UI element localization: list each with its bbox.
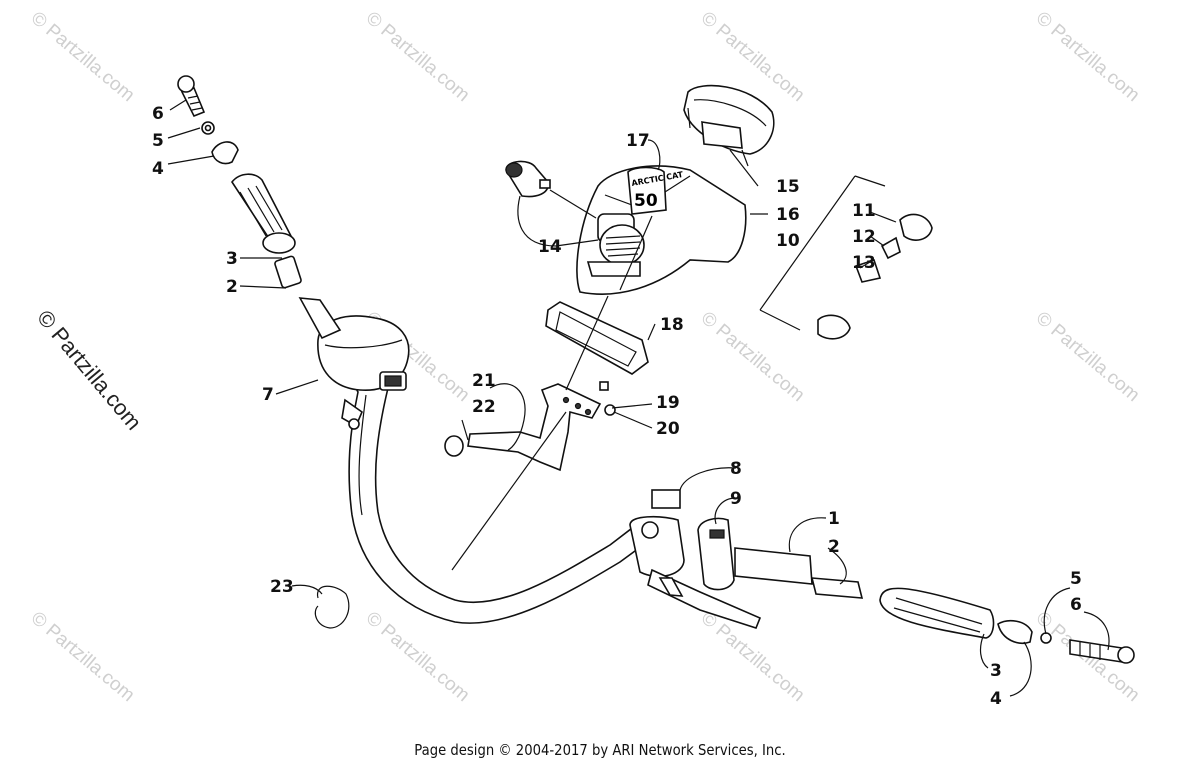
- callout-3b: 3: [990, 661, 1002, 681]
- callout-17: 17: [626, 131, 650, 151]
- callout-6b: 6: [1070, 595, 1082, 615]
- callout-15: 15: [776, 177, 800, 197]
- callout-6: 6: [152, 104, 164, 124]
- watermark: © Partzilla.com: [362, 8, 474, 106]
- callout-22: 22: [472, 397, 496, 417]
- bracket: [444, 383, 616, 472]
- callout-5b: 5: [1070, 569, 1082, 589]
- watermark: © Partzilla.com: [27, 8, 139, 106]
- callout-5: 5: [152, 131, 164, 151]
- watermark: © Partzilla.com: [27, 608, 139, 706]
- callout-20: 20: [656, 419, 680, 439]
- retaining-ring: [314, 585, 350, 629]
- callout-3: 3: [226, 249, 238, 269]
- callout-12: 12: [852, 227, 876, 247]
- callout-4b: 4: [990, 689, 1002, 709]
- left-switch-housing: [317, 315, 410, 430]
- callout-23: 23: [270, 577, 294, 597]
- callout-16: 16: [776, 205, 800, 225]
- key-switch: [759, 175, 933, 340]
- dash-number: 50: [634, 191, 658, 211]
- callout-13: 13: [852, 253, 876, 273]
- callout-19: 19: [656, 393, 680, 413]
- callout-1: 1: [828, 509, 840, 529]
- callout-21: 21: [472, 371, 496, 391]
- callout-11: 11: [852, 201, 876, 221]
- gauge: [683, 84, 775, 167]
- callout-2b: 2: [828, 537, 840, 557]
- bezel: [545, 301, 649, 391]
- callout-18: 18: [660, 315, 684, 335]
- callout-8: 8: [730, 459, 742, 479]
- leader-lines: [167, 99, 1110, 697]
- callouts: 6 5 4 3 2 7 17 15 16 10 14 11 12 13 18 2…: [152, 104, 1082, 709]
- accessory-socket: [505, 160, 551, 198]
- watermark: © Partzilla.com: [697, 308, 809, 406]
- callout-14: 14: [538, 237, 562, 257]
- side-watermark: © Partzilla.com: [32, 305, 146, 435]
- page-footer: Page design © 2004-2017 by ARI Network S…: [414, 741, 786, 759]
- watermark: © Partzilla.com: [1032, 308, 1144, 406]
- callout-7: 7: [262, 385, 274, 405]
- callout-2: 2: [226, 277, 238, 297]
- dash-pod: ARCTIC CAT 50: [576, 165, 747, 295]
- handlebar: [348, 375, 652, 624]
- callout-9: 9: [730, 489, 742, 509]
- watermark: © Partzilla.com: [1032, 8, 1144, 106]
- right-controls: [629, 489, 1135, 664]
- callout-4: 4: [152, 159, 164, 179]
- callout-10: 10: [776, 231, 800, 251]
- left-grip-assembly: [177, 75, 342, 340]
